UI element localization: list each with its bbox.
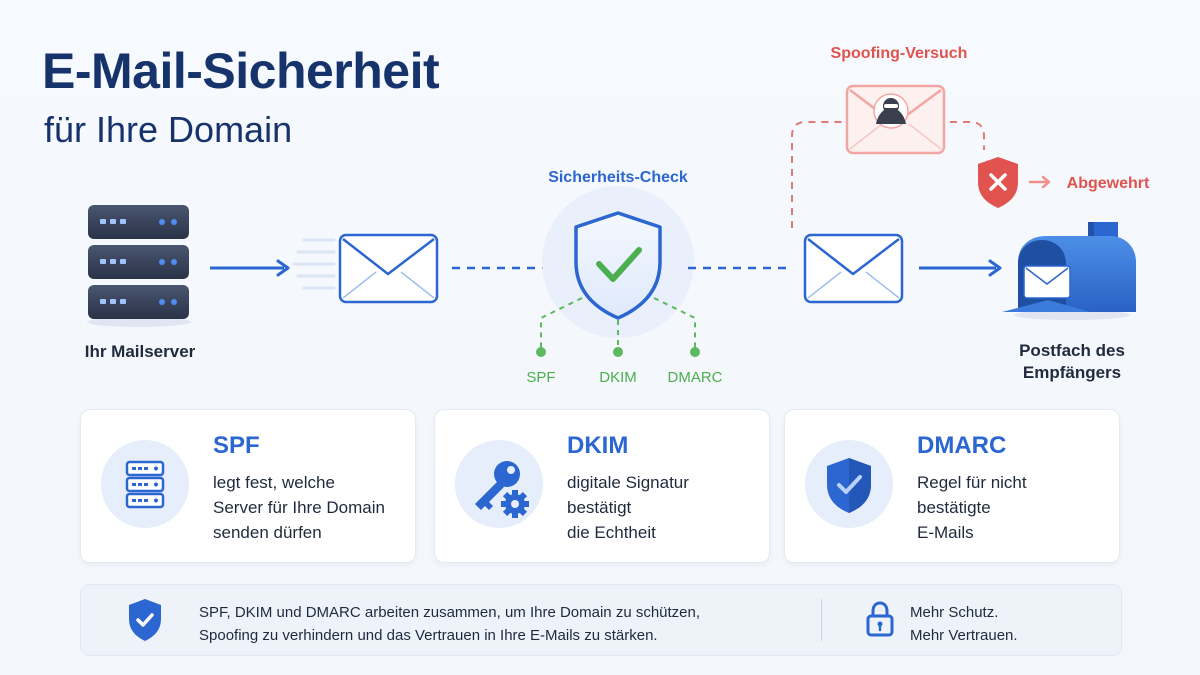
envelope-delivered-icon [803, 233, 904, 304]
card-title-dmarc: DMARC [917, 432, 1007, 459]
lock-icon [866, 601, 894, 637]
arrow-to-envelope [210, 259, 290, 277]
spoofing-label: Spoofing-Versuch [831, 45, 968, 62]
recipient-label-line2: Empfängers [1023, 363, 1121, 382]
mailbox-icon [1002, 222, 1136, 320]
blocked-label: Abgewehrt [1067, 175, 1150, 192]
page-subtitle: für Ihre Domain [44, 109, 293, 150]
summary-text: SPF, DKIM und DMARC arbeiten zusammen, u… [199, 604, 701, 644]
blocked-shield-icon [978, 157, 1018, 208]
envelope-outgoing-icon [338, 233, 439, 304]
check-dots [536, 347, 700, 357]
security-check-label: Sicherheits-Check [548, 169, 688, 186]
card-title-dkim: DKIM [567, 432, 629, 459]
card-desc-dmarc: Regel für nicht bestätigte E-Mails [917, 473, 1027, 542]
card-dkim: DKIM digitale Signatur bestätigt die Ech… [434, 409, 770, 563]
page-title: E-Mail-Sicherheit [42, 43, 440, 99]
recipient-label-line1: Postfach des [1019, 341, 1125, 360]
blocked-arrow [1028, 175, 1051, 189]
hacker-icon [876, 98, 906, 124]
motion-lines [292, 238, 336, 290]
check-label-dkim: DKIM [599, 369, 637, 386]
summary-footer: SPF, DKIM und DMARC arbeiten zusammen, u… [80, 584, 1122, 656]
check-label-spf: SPF [526, 369, 555, 386]
card-dmarc: DMARC Regel für nicht bestätigte E-Mails [784, 409, 1120, 563]
mail-flow-diagram: Ihr Mailserver Sicherheits-Check SP [85, 45, 1150, 386]
shield-check-icon [805, 440, 893, 528]
check-connectors [540, 297, 696, 350]
check-label-dmarc: DMARC [668, 369, 723, 386]
card-title-spf: SPF [213, 432, 260, 459]
card-spf: SPF legt fest, welche Server für Ihre Do… [80, 409, 416, 563]
shield-check-icon [129, 599, 161, 641]
shield-check-icon [574, 211, 662, 320]
card-desc-dkim: digitale Signatur bestätigt die Echtheit [567, 473, 689, 542]
footer-slogan: Mehr Schutz. Mehr Vertrauen. [910, 604, 1018, 644]
arrow-to-mailbox [919, 259, 1002, 277]
footer-divider [821, 599, 822, 641]
spoofing-envelope-icon [845, 84, 946, 155]
key-gear-icon [455, 440, 543, 528]
mailserver-icon [87, 205, 191, 327]
card-desc-spf: legt fest, welche Server für Ihre Domain… [213, 473, 385, 542]
sender-label: Ihr Mailserver [85, 342, 196, 361]
spoofing-path [791, 121, 985, 228]
server-icon [101, 440, 189, 528]
